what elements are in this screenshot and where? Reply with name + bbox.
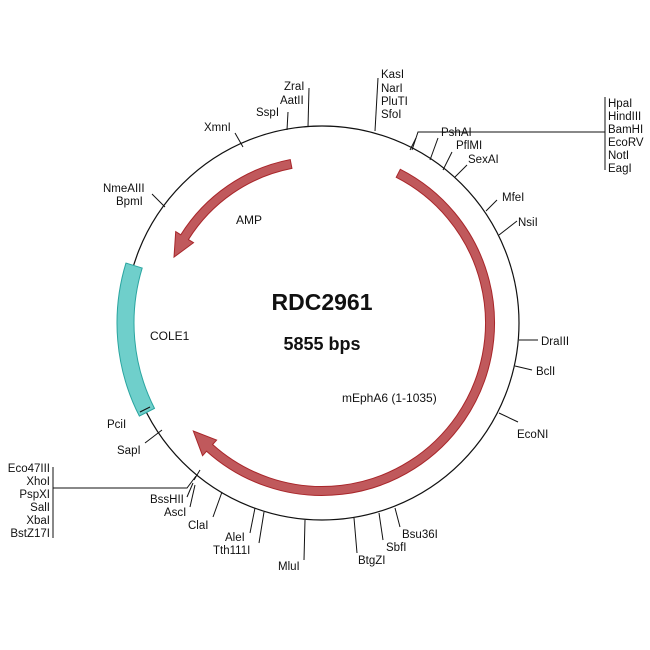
backbone-circle: [124, 125, 520, 521]
enzyme-labels: ZraI AatII SspI XmnI NmeAIII BpmI KasI N…: [8, 69, 644, 573]
enzyme-label[interactable]: NmeAIII: [103, 183, 145, 195]
insert-feature-arrow[interactable]: [192, 168, 495, 496]
enzyme-label[interactable]: SbfI: [386, 542, 406, 554]
enzyme-label[interactable]: PflMI: [456, 140, 482, 152]
enzyme-ticks: [52, 77, 606, 561]
enzyme-label[interactable]: EcoNI: [517, 429, 548, 441]
enzyme-label[interactable]: ZraI: [284, 81, 304, 93]
amp-label: AMP: [236, 213, 262, 227]
enzyme-label[interactable]: PciI: [107, 419, 126, 431]
enzyme-label[interactable]: AleI: [225, 532, 245, 544]
insert-label: mEphA6 (1-1035): [342, 391, 437, 405]
enzyme-label[interactable]: NarI: [381, 83, 403, 95]
enzyme-label[interactable]: BtgZI: [358, 555, 385, 567]
cole1-feature[interactable]: [116, 262, 156, 417]
enzyme-label[interactable]: NsiI: [518, 217, 538, 229]
enzyme-label[interactable]: XhoI: [26, 476, 50, 488]
enzyme-label[interactable]: BpmI: [116, 196, 143, 208]
enzyme-label[interactable]: Tth111I: [213, 545, 250, 557]
plasmid-size: 5855 bps: [283, 334, 360, 354]
enzyme-label[interactable]: SapI: [117, 445, 141, 457]
enzyme-label[interactable]: BstZ17I: [10, 528, 50, 540]
enzyme-label[interactable]: EcoRV: [608, 137, 644, 149]
enzyme-label[interactable]: EagI: [608, 163, 632, 175]
enzyme-label[interactable]: SalI: [30, 502, 50, 514]
enzyme-label[interactable]: HpaI: [608, 98, 632, 110]
enzyme-label[interactable]: DraIII: [541, 336, 569, 348]
enzyme-label[interactable]: Bsu36I: [402, 529, 438, 541]
amp-feature-arrow[interactable]: [173, 158, 293, 259]
enzyme-label[interactable]: MfeI: [502, 192, 524, 204]
enzyme-label[interactable]: HindIII: [608, 111, 641, 123]
enzyme-label[interactable]: PshAI: [441, 127, 472, 139]
cole1-label: COLE1: [150, 329, 190, 343]
enzyme-label[interactable]: NotI: [608, 150, 629, 162]
enzyme-label[interactable]: BclI: [536, 366, 555, 378]
enzyme-label[interactable]: PspXI: [19, 489, 50, 501]
enzyme-label[interactable]: MluI: [278, 561, 300, 573]
enzyme-label[interactable]: AatII: [280, 95, 304, 107]
enzyme-label[interactable]: ClaI: [188, 520, 208, 532]
enzyme-label[interactable]: SspI: [256, 107, 279, 119]
enzyme-label[interactable]: BamHI: [608, 124, 643, 136]
enzyme-label[interactable]: SfoI: [381, 109, 401, 121]
enzyme-label[interactable]: SexAI: [468, 154, 499, 166]
enzyme-label[interactable]: PluTI: [381, 96, 408, 108]
enzyme-label[interactable]: XbaI: [26, 515, 50, 527]
enzyme-label[interactable]: AscI: [164, 507, 186, 519]
plasmid-name: RDC2961: [272, 289, 373, 315]
enzyme-label[interactable]: Eco47III: [8, 463, 50, 475]
enzyme-label[interactable]: XmnI: [204, 122, 231, 134]
enzyme-label[interactable]: KasI: [381, 69, 404, 81]
enzyme-label[interactable]: BssHII: [150, 494, 184, 506]
